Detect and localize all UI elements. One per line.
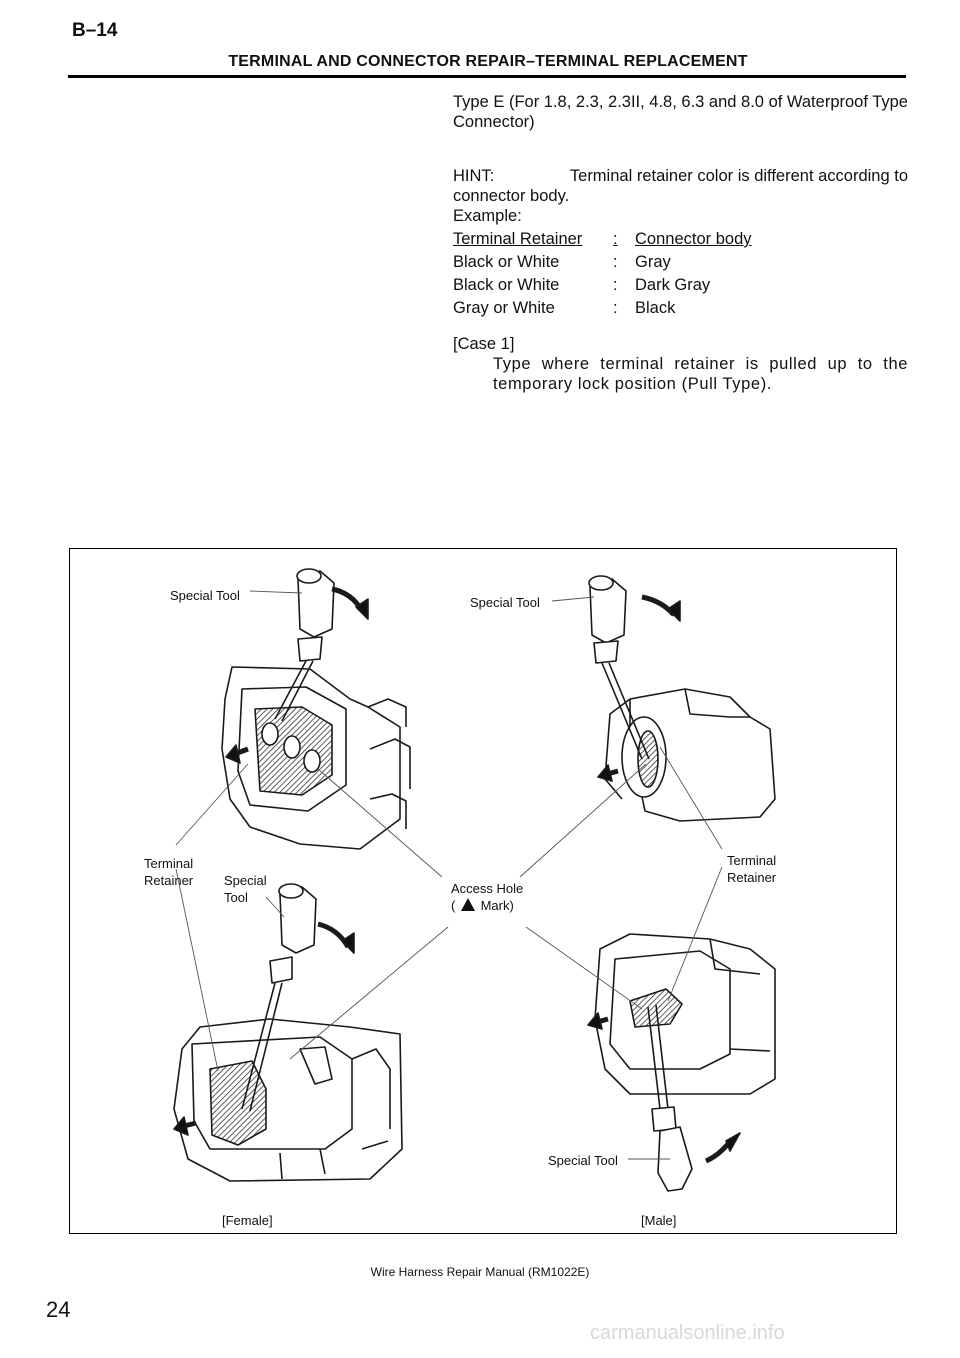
label-access-hole: Access Hole ( Mark) [451, 880, 523, 914]
hint-block: HINT: Terminal retainer color is differe… [453, 166, 908, 320]
special-tool-top-left [274, 568, 335, 722]
female-connector-bottom [173, 1018, 403, 1182]
label-special-tool: Special Tool [224, 872, 267, 906]
table-header-body: Connector body [635, 230, 752, 248]
label-special-tool: Special Tool [170, 588, 240, 603]
label-terminal: Terminal [144, 856, 194, 871]
label-special-tool: Special Tool [470, 595, 540, 610]
table-cell-sep: : [613, 253, 618, 271]
label-female: [Female] [222, 1213, 273, 1228]
arrow-head-icon [355, 598, 369, 620]
label-access-hole-title: Access Hole [451, 881, 524, 896]
page-number: 24 [46, 1297, 71, 1322]
table-row: Black or White : Dark Gray [453, 274, 908, 297]
label-terminal: Terminal [727, 853, 777, 868]
table-header-row: Terminal Retainer : Connector body [453, 228, 908, 251]
footer-manual-title: Wire Harness Repair Manual (RM1022E) [370, 1265, 590, 1279]
table-cell-retainer: Black or White [453, 253, 560, 271]
label-special-tool: Special Tool [548, 1153, 618, 1168]
table-row: Gray or White : Black [453, 297, 908, 320]
case-block: [Case 1] Type where terminal retainer is… [453, 334, 908, 394]
label-special: Special [224, 873, 267, 888]
label-access-hole-mark: ( Mark) [451, 897, 523, 914]
label-tool: Tool [224, 890, 248, 905]
table-cell-body: Black [635, 299, 676, 317]
type-heading: Type E (For 1.8, 2.3, 2.3II, 4.8, 6.3 an… [453, 93, 908, 131]
arrow-head-icon [341, 932, 355, 954]
arrow-head-icon [667, 600, 681, 622]
arrow-head-icon [597, 764, 613, 782]
label-terminal-retainer: Terminal Retainer [144, 855, 193, 889]
special-tool-bottom-right [647, 1004, 693, 1192]
male-connector-top [604, 688, 776, 822]
arrow-head-icon [225, 744, 241, 764]
table-row: Black or White : Gray [453, 251, 908, 274]
table-cell-body: Dark Gray [635, 276, 711, 294]
header-rule [68, 75, 906, 78]
rotate-arrow-icon [641, 594, 676, 617]
figure-box: Special Tool Special Tool Terminal Retai… [69, 548, 897, 1234]
table-cell-sep: : [613, 299, 618, 317]
section-code: B–14 [72, 20, 118, 41]
watermark: carmanualsonline.info [590, 1322, 785, 1344]
table-cell-retainer: Gray or White [453, 299, 555, 317]
arrow-head-icon [725, 1132, 741, 1152]
label-mark: Mark) [480, 898, 514, 913]
special-tool-top-right [588, 575, 650, 760]
table-header-retainer: Terminal Retainer [453, 230, 583, 248]
case-label: [Case 1] [453, 335, 515, 353]
label-paren: ( [451, 898, 456, 913]
label-male: [Male] [641, 1213, 677, 1228]
hint-text: Terminal retainer color is different acc… [569, 167, 908, 185]
example-label: Example: [453, 207, 522, 225]
page-title: TERMINAL AND CONNECTOR REPAIR–TERMINAL R… [228, 53, 748, 70]
table-header-sep: : [613, 230, 618, 248]
hint-text-cont: connector body. [453, 187, 570, 205]
leader-lines [175, 590, 723, 1160]
table-cell-body: Gray [635, 253, 671, 271]
label-retainer: Retainer [144, 873, 194, 888]
arrow-head-icon [587, 1012, 603, 1030]
arrow-head-icon [173, 1116, 189, 1136]
female-connector-top [221, 666, 411, 850]
triangle-mark-icon [460, 898, 475, 911]
table-cell-sep: : [613, 276, 618, 294]
connector-illustration [173, 568, 776, 1192]
special-tool-bottom-left [241, 883, 317, 1112]
hint-label: HINT: [453, 167, 495, 185]
hint-line: HINT: Terminal retainer color is differe… [453, 166, 908, 186]
label-terminal-retainer: Terminal Retainer [727, 852, 776, 886]
label-retainer: Retainer [727, 870, 777, 885]
table-cell-retainer: Black or White [453, 276, 560, 294]
case-description: Type where terminal retainer is pulled u… [493, 355, 908, 393]
